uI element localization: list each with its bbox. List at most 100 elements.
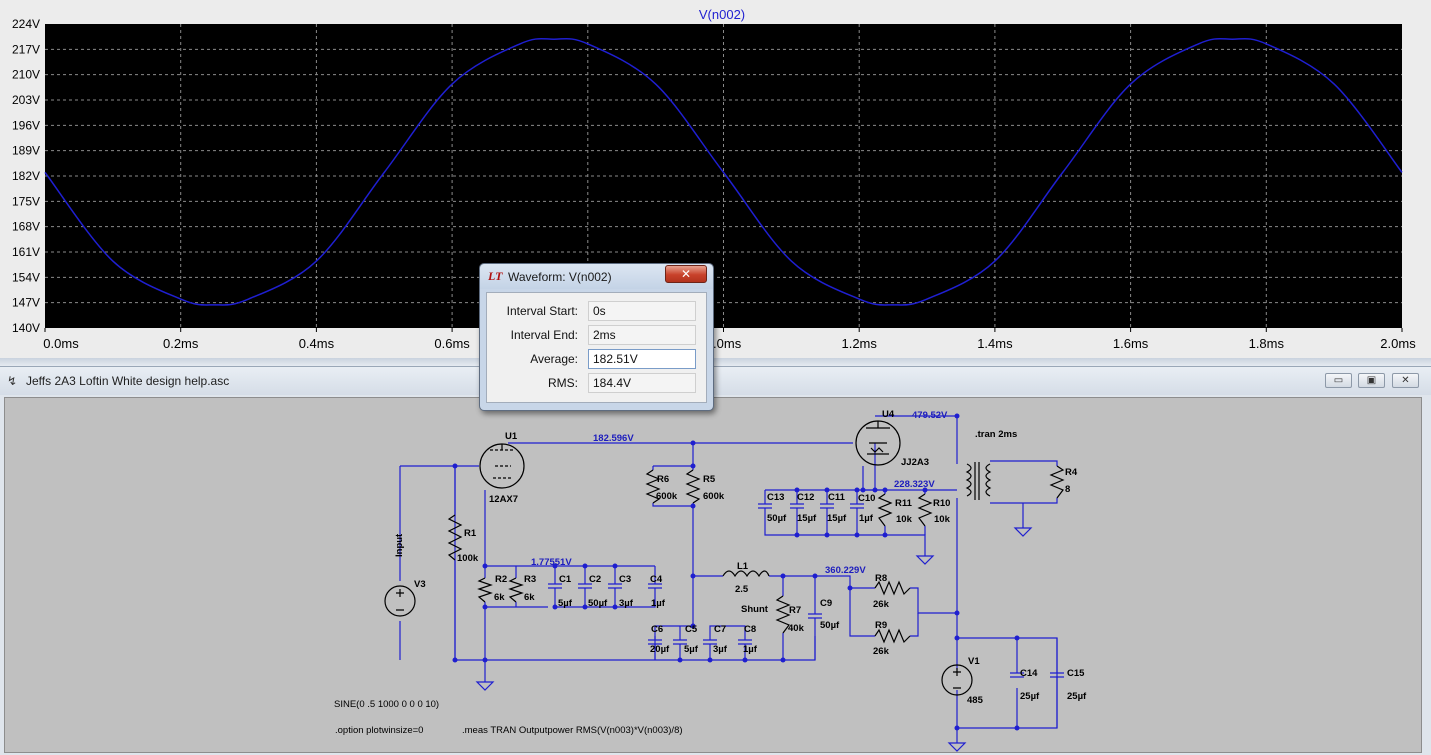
schematic-drawing[interactable]: U1 12AX7 182.596V U4 479.52V .tran 2ms J… <box>5 398 1421 752</box>
c7-label: C7 <box>714 624 726 635</box>
x-tick-label: 0.0ms <box>43 336 79 351</box>
x-tick-label: 1.2ms <box>841 336 877 351</box>
interval-end-label: Interval End: <box>510 328 578 342</box>
y-tick-label: 154V <box>12 270 40 284</box>
l1-value: 2.5 <box>735 584 749 595</box>
y-axis-ticks: 224V217V210V203V196V189V182V175V168V161V… <box>12 17 40 335</box>
trace-group <box>44 37 1403 306</box>
c1-value: 5µf <box>558 598 573 609</box>
r9-symbol[interactable] <box>874 628 911 644</box>
c7-value: 3µf <box>713 644 728 655</box>
c15-symbol <box>1050 638 1064 728</box>
ground-symbol <box>475 681 495 691</box>
r1-symbol[interactable] <box>447 514 463 561</box>
c9-value: 50µf <box>820 620 840 631</box>
v3-label: V3 <box>414 579 426 590</box>
pane-splitter[interactable] <box>0 358 1431 366</box>
node-voltage-228: 228.323V <box>894 479 935 490</box>
r10-label: R10 <box>933 498 950 509</box>
c13-value: 50µf <box>767 513 787 524</box>
l1-label: L1 <box>737 561 749 572</box>
c14-value: 25µf <box>1020 691 1040 702</box>
c6-value: 20µf <box>650 644 670 655</box>
x-axis-ticks: 0.0ms0.2ms0.4ms0.6ms0.8ms1.0ms1.2ms1.4ms… <box>43 328 1416 351</box>
c13-label: C13 <box>767 492 784 503</box>
average-label: Average: <box>530 352 578 366</box>
rms-field[interactable]: 184.4V <box>588 373 696 393</box>
interval-end-row: Interval End: 2ms <box>487 325 706 345</box>
x-tick-label: 0.6ms <box>434 336 470 351</box>
waveform-stats-dialog[interactable]: LT Waveform: V(n002) ✕ Interval Start: 0… <box>479 263 714 411</box>
interval-end-field[interactable]: 2ms <box>588 325 696 345</box>
c9-label: C9 <box>820 598 832 609</box>
output-transformer-symbol[interactable] <box>965 463 972 497</box>
y-tick-label: 168V <box>12 220 40 234</box>
c4-label: C4 <box>650 574 663 585</box>
y-tick-label: 147V <box>12 296 40 310</box>
c15-value: 25µf <box>1067 691 1087 702</box>
dialog-close-button[interactable]: ✕ <box>665 265 707 283</box>
r6-symbol[interactable] <box>645 469 661 504</box>
v1-source-symbol[interactable] <box>941 664 973 696</box>
r1-label: R1 <box>464 528 477 539</box>
r4-symbol[interactable] <box>1049 465 1065 499</box>
r9-value: 26k <box>873 646 890 657</box>
r11-symbol[interactable] <box>877 493 893 527</box>
r2-value: 6k <box>494 592 505 603</box>
schematic-canvas[interactable]: U1 12AX7 182.596V U4 479.52V .tran 2ms J… <box>4 397 1422 753</box>
r5-value: 600k <box>703 491 725 502</box>
interval-start-row: Interval Start: 0s <box>487 301 706 321</box>
r4-label: R4 <box>1065 467 1078 478</box>
r3-symbol[interactable] <box>508 577 524 603</box>
l1-symbol[interactable] <box>722 570 770 578</box>
r7-symbol[interactable] <box>775 595 791 634</box>
minimize-button[interactable]: ▭ <box>1325 373 1352 388</box>
node-voltage-479: 479.52V <box>912 410 948 421</box>
schematic-title: Jeffs 2A3 Loftin White design help.asc <box>26 374 230 388</box>
y-tick-label: 203V <box>12 93 40 107</box>
r3-label: R3 <box>524 574 536 585</box>
rms-row: RMS: 184.4V <box>487 373 706 393</box>
trace-title[interactable]: V(n002) <box>699 7 745 22</box>
c5-symbol <box>673 636 687 652</box>
meas-directive: .meas TRAN Outputpower RMS(V(n003)*V(n00… <box>462 725 683 736</box>
interval-start-field[interactable]: 0s <box>588 301 696 321</box>
waveform-plot[interactable]: 224V217V210V203V196V189V182V175V168V161V… <box>0 0 1431 358</box>
r8-symbol[interactable] <box>874 580 911 596</box>
c10-value: 1µf <box>859 513 874 524</box>
sine-directive: SINE(0 .5 1000 0 0 0 10) <box>334 699 439 710</box>
u4-model: JJ2A3 <box>901 457 929 468</box>
r5-symbol[interactable] <box>685 469 701 504</box>
c3-value: 3µf <box>619 598 634 609</box>
restore-button[interactable]: ▣ <box>1358 373 1385 388</box>
y-tick-label: 182V <box>12 169 40 183</box>
c5-label: C5 <box>685 624 698 635</box>
r10-symbol[interactable] <box>917 493 933 527</box>
waveform-trace[interactable] <box>44 37 1403 306</box>
c9-symbol <box>808 608 822 628</box>
ground-symbol <box>915 555 935 565</box>
option-directive: .option plotwinsize=0 <box>335 725 423 736</box>
schematic-window: ↯ Jeffs 2A3 Loftin White design help.asc… <box>0 366 1431 755</box>
c1-symbol <box>548 576 562 596</box>
ground-symbol <box>947 742 967 752</box>
c3-symbol <box>608 576 622 596</box>
tran-directive: .tran 2ms <box>975 429 1017 440</box>
node-voltage-1775: 1.77551V <box>531 557 572 568</box>
components[interactable] <box>384 420 1065 752</box>
r2-symbol[interactable] <box>477 577 493 603</box>
y-tick-label: 224V <box>12 17 40 31</box>
average-field[interactable]: 182.51V <box>588 349 696 369</box>
c14-symbol <box>1010 672 1024 678</box>
dialog-titlebar[interactable]: LT Waveform: V(n002) ✕ <box>480 264 713 289</box>
y-tick-label: 196V <box>12 118 40 132</box>
r8-value: 26k <box>873 599 890 610</box>
c13-symbol <box>758 498 772 518</box>
v3-source-symbol[interactable] <box>384 585 416 617</box>
close-button[interactable]: ✕ <box>1392 373 1419 388</box>
rms-label: RMS: <box>548 376 578 390</box>
dialog-title: Waveform: V(n002) <box>508 270 612 284</box>
schematic-titlebar[interactable]: ↯ Jeffs 2A3 Loftin White design help.asc… <box>0 367 1431 395</box>
c12-value: 15µf <box>797 513 817 524</box>
